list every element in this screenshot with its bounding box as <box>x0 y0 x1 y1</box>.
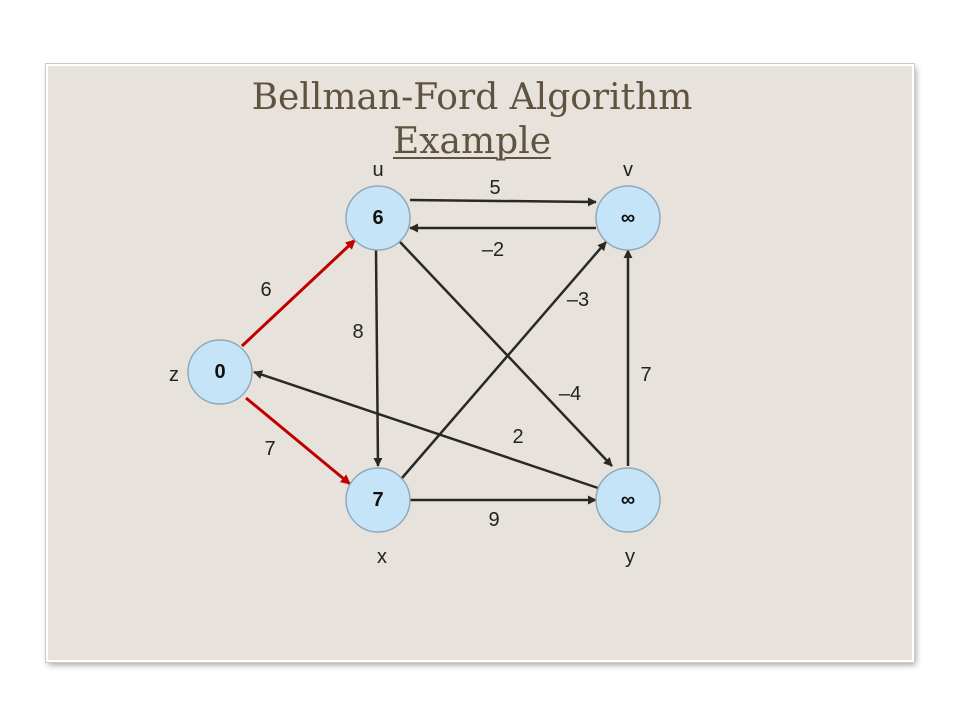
slide-title: Bellman-Ford Algorithm Example <box>0 76 944 164</box>
title-line-2: Example <box>392 121 552 162</box>
edge-y-z <box>253 370 599 490</box>
node-label-v: v <box>623 159 633 181</box>
edge-weight-u-v: 5 <box>489 177 500 199</box>
node-label-y: y <box>625 546 635 568</box>
node-u <box>345 185 411 251</box>
edge-weight-u-y: –4 <box>559 383 581 405</box>
node-value-v: ∞ <box>621 207 635 229</box>
node-value-y: ∞ <box>621 489 635 511</box>
node-z <box>187 339 253 405</box>
node-value-u: 6 <box>372 207 383 229</box>
edge-u-x <box>373 249 383 467</box>
node-label-u: u <box>372 159 383 181</box>
node-value-x: 7 <box>372 489 383 511</box>
edge-weight-z-u: 6 <box>260 279 271 301</box>
edge-weight-y-v: 7 <box>640 364 651 386</box>
edge-weight-y-z: 2 <box>512 426 523 448</box>
edge-weight-v-u: –2 <box>482 239 504 261</box>
node-y <box>595 467 661 533</box>
edge-weight-z-x: 7 <box>264 438 275 460</box>
edge-u-y <box>399 241 613 467</box>
node-value-z: 0 <box>214 361 225 383</box>
edge-weight-u-x: 8 <box>352 321 363 343</box>
edge-x-v <box>401 241 607 479</box>
edge-u-v <box>409 197 597 207</box>
node-label-x: x <box>377 546 387 568</box>
edge-weight-x-v: –3 <box>567 289 589 311</box>
node-v <box>595 185 661 251</box>
edge-z-x <box>245 396 351 486</box>
edge-weight-x-y: 9 <box>488 509 499 531</box>
node-label-z: z <box>169 364 179 386</box>
node-x <box>345 467 411 533</box>
title-line-1: Bellman-Ford Algorithm <box>251 77 693 118</box>
edge-z-u <box>240 238 357 348</box>
